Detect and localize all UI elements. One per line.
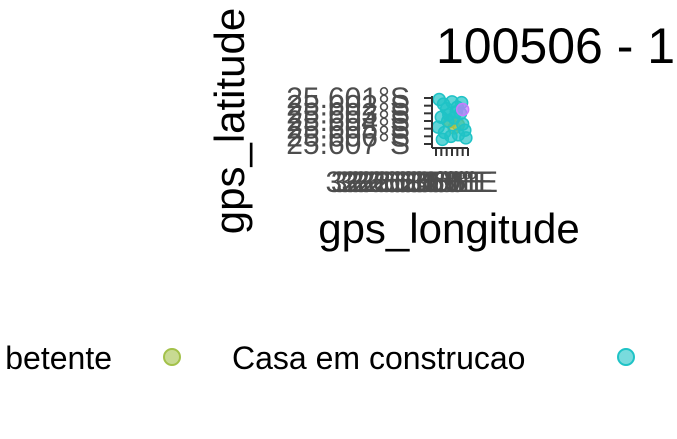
data-point bbox=[442, 108, 456, 122]
y-tick-label: 25.603°S bbox=[286, 97, 410, 130]
legend-key bbox=[163, 348, 181, 366]
y-tick-label: 25.602°S bbox=[286, 90, 410, 123]
legend-label: betente bbox=[5, 340, 112, 376]
y-tick-label: 25.601°S bbox=[286, 82, 410, 115]
data-points bbox=[431, 92, 473, 147]
y-tick-label: 25.607°S bbox=[286, 128, 410, 161]
x-axis-title: gps_longitude bbox=[318, 205, 580, 252]
y-axis-ticks: 25.601°S25.602°S25.603°S25.604°S25.605°S… bbox=[286, 82, 432, 161]
legend-key bbox=[617, 348, 635, 366]
chart-title: 100506 - 1 bbox=[436, 18, 675, 74]
x-tick-label: 32.6035°E bbox=[336, 166, 476, 199]
y-tick-label: 25.606°S bbox=[286, 120, 410, 153]
x-tick-label: 32.6050°E bbox=[352, 166, 492, 199]
x-tick-label: 32.6025°E bbox=[326, 166, 466, 199]
data-point bbox=[435, 132, 450, 147]
x-tick-label: 32.6055°E bbox=[358, 166, 498, 199]
legend: betente Casa em construcao bbox=[5, 340, 635, 376]
y-tick-label: 25.605°S bbox=[286, 113, 410, 146]
x-tick-label: 32.6030°E bbox=[331, 166, 471, 199]
x-axis-ticks: 32.6025°E32.6030°E32.6035°E32.6040°E32.6… bbox=[326, 148, 498, 199]
x-tick-label: 32.6040°E bbox=[342, 166, 482, 199]
y-tick-label: 25.604°S bbox=[286, 105, 410, 138]
x-tick-label: 32.6045°E bbox=[347, 166, 487, 199]
y-axis-title: gps_latitude bbox=[206, 8, 253, 235]
data-point bbox=[459, 131, 473, 145]
legend-label: Casa em construcao bbox=[232, 340, 525, 376]
data-point bbox=[455, 102, 470, 117]
